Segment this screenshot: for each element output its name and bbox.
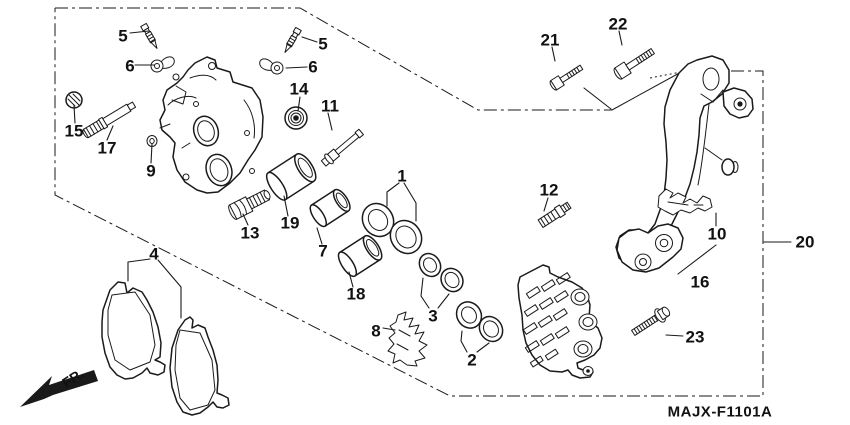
part-label-9: 9 [146, 162, 155, 181]
pin-11 [320, 128, 364, 167]
leader-part-5-left [129, 30, 150, 34]
part-label-6: 6 [125, 57, 134, 76]
leader-part-12 [543, 197, 549, 212]
leader-part-2 [460, 330, 490, 353]
leader-lines [73, 30, 792, 353]
part-label-8: 8 [371, 322, 380, 341]
part-label-21: 21 [541, 31, 560, 50]
leader-part-18 [348, 271, 354, 288]
part-label-12: 12 [540, 181, 559, 200]
pad-retainer-clip [657, 188, 713, 216]
fr-direction: FR. [20, 365, 98, 407]
boot-14 [284, 106, 308, 130]
part-label-5: 5 [318, 35, 327, 54]
part-label-23: 23 [686, 328, 705, 347]
leader-part-14 [297, 96, 301, 112]
piston-7 [309, 188, 351, 228]
caliper-half [517, 264, 603, 379]
part-label-3: 3 [428, 307, 437, 326]
seal-set-2 [455, 301, 504, 343]
part-label-14: 14 [290, 80, 309, 99]
bolt-23 [631, 306, 671, 336]
leader-part-21 [551, 46, 556, 62]
leader-part-1 [386, 182, 417, 222]
seal-set-1 [361, 202, 423, 255]
leader-part-5-right [301, 36, 318, 43]
part-label-16: 16 [691, 273, 710, 292]
part-label-6: 6 [308, 58, 317, 77]
piston-19 [265, 153, 317, 201]
brake-pad-left [101, 281, 166, 380]
caliper-bracket [615, 55, 754, 273]
bolt-22 [613, 48, 655, 80]
leader-part-3 [420, 277, 450, 309]
leader-part-13 [242, 213, 249, 226]
leader-part-9 [150, 143, 153, 164]
part-label-4: 4 [149, 245, 159, 264]
pin-bolt-13 [228, 189, 271, 220]
leader-part-17 [106, 125, 114, 141]
fr-arrow-icon [20, 370, 98, 407]
pad-spring [387, 311, 428, 367]
part-label-17: 17 [98, 139, 117, 158]
part-label-11: 11 [321, 97, 339, 116]
part-label-2: 2 [467, 351, 476, 370]
diagram-code: MAJX-F1101A [668, 404, 773, 421]
leader-part-7 [316, 227, 323, 245]
pin-bolt-17 [82, 101, 137, 139]
piston-18 [337, 234, 383, 278]
bleed-screw-left [140, 22, 158, 49]
leader-part-15 [73, 104, 76, 124]
leader-part-19 [283, 195, 289, 217]
bolt-21 [549, 64, 584, 91]
wing-joint-left [150, 56, 175, 73]
part-label-18: 18 [347, 285, 366, 304]
part-label-1: 1 [397, 167, 406, 186]
part-label-19: 19 [281, 214, 300, 233]
part-label-13: 13 [241, 224, 260, 243]
leader-part-6-right [285, 66, 308, 69]
leader-part-4 [127, 258, 182, 319]
part-label-10: 10 [708, 225, 727, 244]
caliper-body [159, 56, 264, 194]
bleed-screw-right [284, 26, 302, 53]
part-label-20: 20 [796, 233, 815, 252]
leader-part-22 [618, 30, 623, 46]
leader-part-16 [677, 244, 717, 275]
wing-joint-right [259, 58, 284, 75]
plug-15 [65, 91, 83, 109]
part-label-15: 15 [65, 122, 84, 141]
brake-pad-right [169, 316, 230, 416]
part-label-5: 5 [118, 27, 127, 46]
part-label-7: 7 [318, 242, 327, 261]
leader-part-23 [665, 334, 684, 337]
leader-part-11 [327, 112, 333, 131]
stud-12 [537, 201, 572, 228]
phantom-border [54, 7, 764, 397]
leader-part-8 [382, 327, 396, 331]
part-label-22: 22 [609, 15, 628, 34]
seal-set-3 [418, 252, 464, 293]
